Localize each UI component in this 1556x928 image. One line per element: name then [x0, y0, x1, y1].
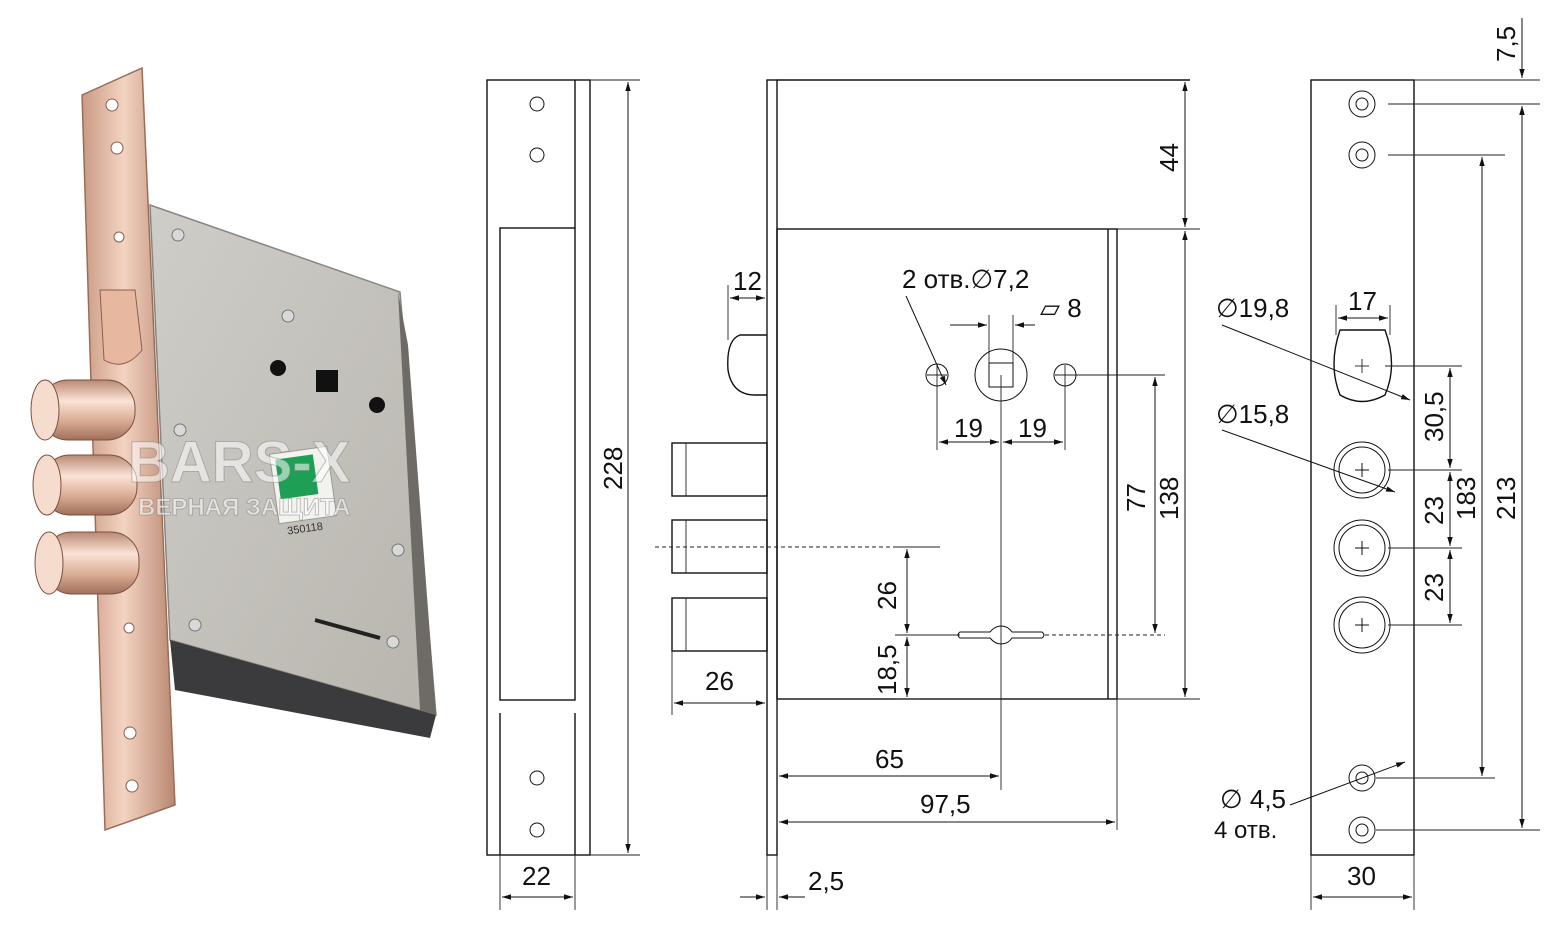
side-faceplate	[766, 79, 778, 856]
latch-slot-outline	[1333, 329, 1393, 403]
side-body-depth-label: 97,5	[920, 789, 971, 819]
faceplate-latch-offset-label: 30,5	[1419, 391, 1449, 442]
side-key-to-bottom-label: 18,5	[872, 644, 902, 695]
watermark-brand: BARS-X	[128, 430, 351, 495]
side-spindle-label: ▱ 8	[1040, 293, 1082, 323]
side-top-offset-label: 44	[1154, 143, 1184, 172]
front-faceplate-outline	[486, 79, 591, 856]
faceplate-latch-width-label: 17	[1348, 286, 1377, 316]
front-view: 228 22	[486, 79, 640, 910]
faceplate-screw-count-label: 4 отв.	[1214, 817, 1277, 844]
bolt-2-outline	[671, 519, 768, 574]
front-width-label: 22	[522, 861, 551, 891]
side-holes-label: 2 отв.∅7,2	[902, 264, 1029, 294]
faceplate-bolt-dia-label: ∅15,8	[1216, 399, 1289, 429]
faceplate-span-183-label: 183	[1451, 477, 1481, 520]
faceplate-span-213-label: 213	[1491, 477, 1521, 520]
side-body-height-label: 138	[1154, 477, 1184, 520]
side-view: 44 138 77 12 2 отв.∅7,2 ▱ 8 19 19 26	[655, 79, 1200, 910]
faceplate-latch-dia-label: ∅19,8	[1216, 293, 1289, 323]
lock-photo: 350118 BARS-X ВЕРНАЯ ЗАЩИТА	[30, 66, 437, 832]
side-spacing-left-label: 19	[954, 413, 983, 443]
side-faceplate-thickness-label: 2,5	[808, 866, 844, 896]
faceplate-bolt-pitch-2-label: 23	[1419, 573, 1449, 602]
side-spacing-right-label: 19	[1018, 413, 1047, 443]
lock-case-side	[170, 640, 436, 738]
watermark-tagline: ВЕРНАЯ ЗАЩИТА	[138, 494, 350, 521]
faceplate-width-label: 30	[1347, 861, 1376, 891]
side-latch-label: 12	[733, 266, 762, 296]
faceplate-bolt-pitch-1-label: 23	[1419, 496, 1449, 525]
side-backset-label: 65	[875, 744, 904, 774]
faceplate-outline	[1310, 79, 1415, 856]
lock-bolts	[30, 379, 140, 595]
keyhole-outline	[957, 625, 1045, 645]
side-bolt-throw-label: 26	[705, 666, 734, 696]
bolt-1-outline	[671, 442, 768, 497]
faceplate-top-label: 7,5	[1491, 26, 1521, 62]
front-height-label: 228	[598, 447, 628, 490]
lock-body-outline	[776, 228, 1118, 700]
sticker-number: 350118	[287, 521, 324, 538]
faceplate-view: 7,5 213 183 30,5 23 23 17 ∅19,8 ∅15,8 ∅ …	[1214, 18, 1540, 910]
side-bolt-to-key-label: 26	[872, 581, 902, 610]
latch-outline	[727, 334, 767, 396]
faceplate-screw-dia-label: ∅ 4,5	[1220, 784, 1286, 814]
bolt-3-outline	[671, 597, 768, 652]
side-spindle-to-key-label: 77	[1121, 483, 1151, 512]
